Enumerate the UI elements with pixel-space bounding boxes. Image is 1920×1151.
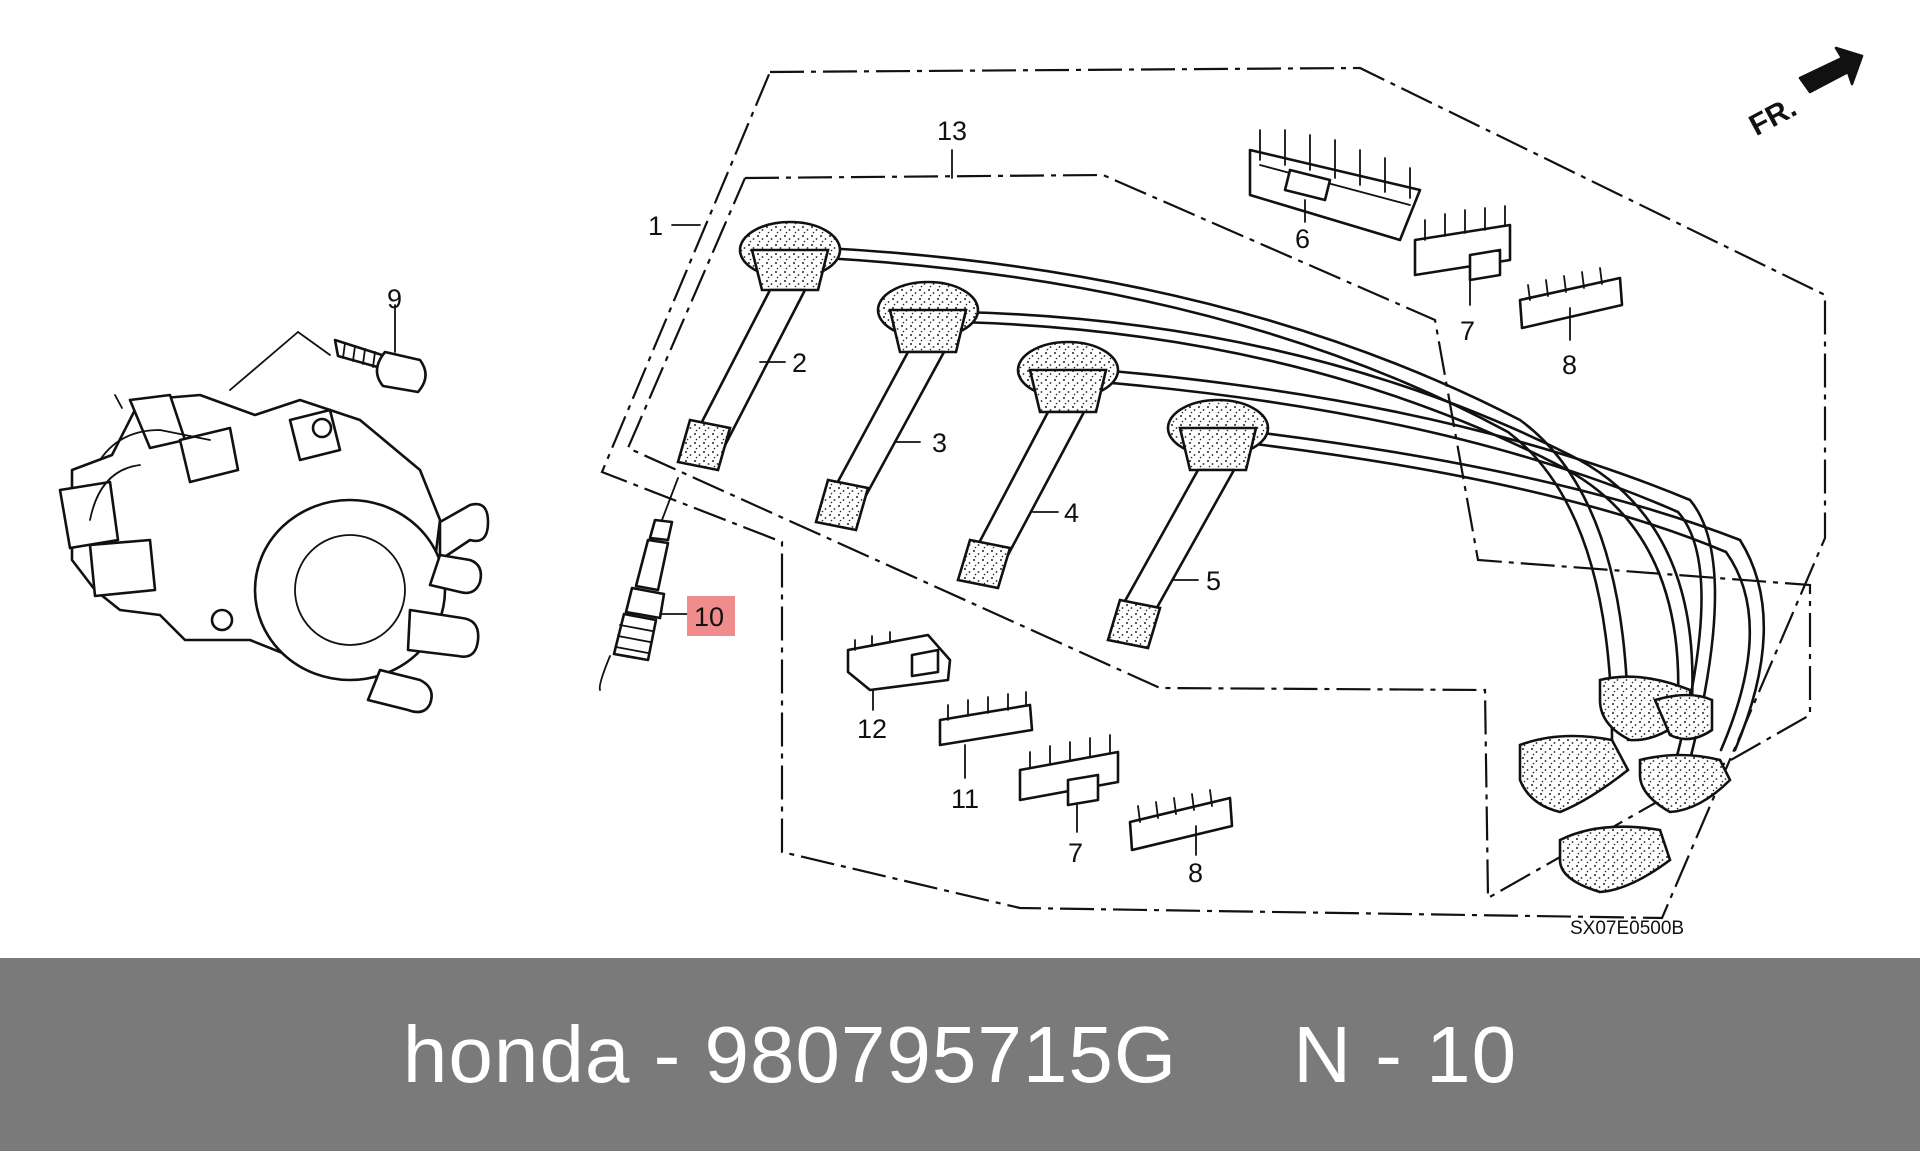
ignition-wires <box>823 246 1766 762</box>
front-direction-arrow: FR. <box>1744 46 1864 143</box>
wire-holder-part-12 <box>846 631 952 692</box>
callout-5: 5 <box>1206 566 1221 596</box>
callout-9: 9 <box>387 284 402 314</box>
wire-holder-part-11 <box>938 691 1034 747</box>
callout-7-bottom: 7 <box>1068 838 1083 868</box>
spark-plug-part-10 <box>598 477 689 691</box>
direction-label: FR. <box>1744 91 1802 143</box>
drawing-code: SX07E0500B <box>1570 918 1684 939</box>
assembly-outline <box>600 66 1827 920</box>
callout-7-top: 7 <box>1460 316 1475 346</box>
callout-8-top: 8 <box>1562 350 1577 380</box>
callout-4: 4 <box>1064 498 1079 528</box>
wire-holder-part-7-top <box>1413 205 1512 282</box>
callout-13: 13 <box>937 116 967 146</box>
distributor-illustration <box>58 331 490 714</box>
plug-wire-3 <box>814 280 980 532</box>
bolt-part-9 <box>333 304 427 394</box>
plug-wire-4 <box>956 340 1120 590</box>
callout-3: 3 <box>932 428 947 458</box>
leader-lines <box>671 149 1571 856</box>
callout-1: 1 <box>648 211 663 241</box>
wire-holder-part-8-bottom <box>1128 789 1234 852</box>
callout-2: 2 <box>792 348 807 378</box>
callout-6: 6 <box>1295 224 1310 254</box>
distributor-boots <box>1518 675 1732 894</box>
footer-banner: honda - 980795715G N - 10 <box>0 958 1920 1151</box>
wire-holder-part-8-top <box>1518 267 1624 330</box>
callout-10: 10 <box>694 602 724 632</box>
plug-wire-2 <box>676 220 842 472</box>
plug-wire-5 <box>1106 398 1270 650</box>
wire-holder-part-6 <box>1248 129 1422 242</box>
part-number-caption: honda - 980795715G N - 10 <box>402 1009 1518 1099</box>
ignition-wire-diagram: FR. 1 2 3 4 5 6 7 8 9 10 11 12 13 7 8 SX… <box>58 46 1864 939</box>
callout-12: 12 <box>857 714 887 744</box>
callouts: 1 2 3 4 5 6 7 8 9 10 11 12 13 7 8 <box>387 116 1577 888</box>
callout-8-bottom: 8 <box>1188 858 1203 888</box>
wire-holder-part-7-bottom <box>1018 734 1120 807</box>
callout-11: 11 <box>951 784 979 814</box>
callout-highlight <box>687 596 735 636</box>
